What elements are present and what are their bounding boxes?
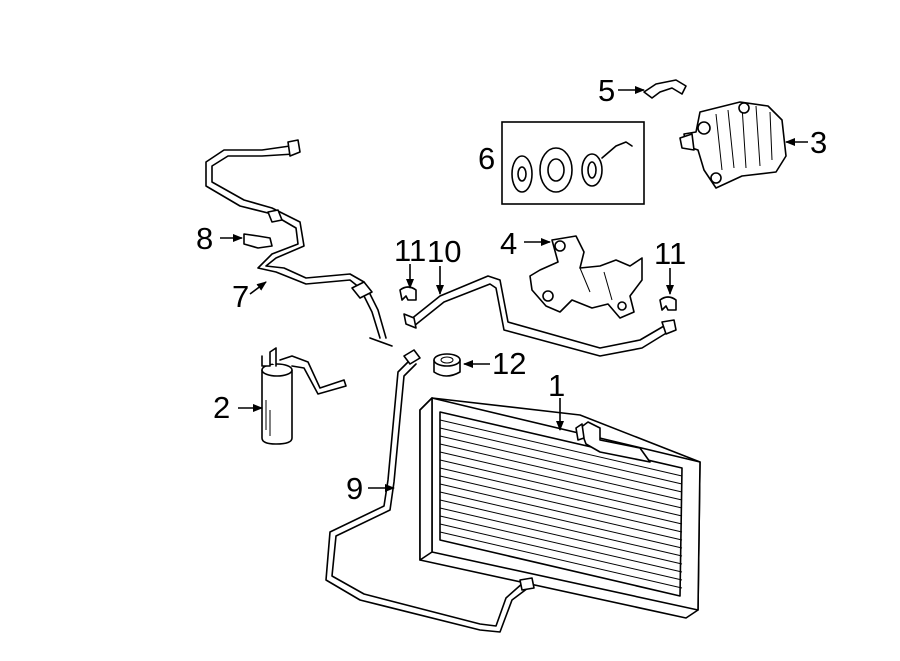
leader-arrows bbox=[220, 86, 808, 492]
callout-12: 12 bbox=[492, 346, 526, 381]
leader-7 bbox=[249, 281, 267, 295]
receiver-drier bbox=[261, 347, 347, 445]
callout-1: 1 bbox=[548, 368, 565, 403]
grommet bbox=[433, 353, 461, 377]
compressor-bracket bbox=[529, 235, 643, 319]
callout-labels: 1 2 3 4 5 6 7 8 9 10 11 11 12 bbox=[196, 73, 827, 506]
hose-assembly bbox=[205, 139, 393, 347]
clip-left bbox=[399, 286, 417, 301]
clutch-kit bbox=[501, 121, 645, 205]
callout-11-left: 11 bbox=[394, 233, 426, 268]
condenser-fins bbox=[439, 419, 683, 589]
callout-4: 4 bbox=[500, 226, 517, 261]
hose bbox=[403, 275, 677, 357]
callout-7: 7 bbox=[232, 279, 249, 314]
callout-9: 9 bbox=[346, 471, 363, 506]
compressor bbox=[679, 101, 787, 189]
hose-clip bbox=[643, 79, 687, 99]
callout-5: 5 bbox=[598, 73, 615, 108]
callout-10: 10 bbox=[427, 234, 461, 269]
liquid-line bbox=[325, 349, 535, 633]
condenser bbox=[419, 397, 701, 619]
callout-8: 8 bbox=[196, 221, 213, 256]
callout-11-right: 11 bbox=[654, 236, 686, 271]
callout-6: 6 bbox=[478, 141, 495, 176]
callout-2: 2 bbox=[213, 390, 230, 425]
callout-3: 3 bbox=[810, 125, 827, 160]
clip-right bbox=[659, 296, 677, 311]
fitting bbox=[243, 233, 273, 249]
